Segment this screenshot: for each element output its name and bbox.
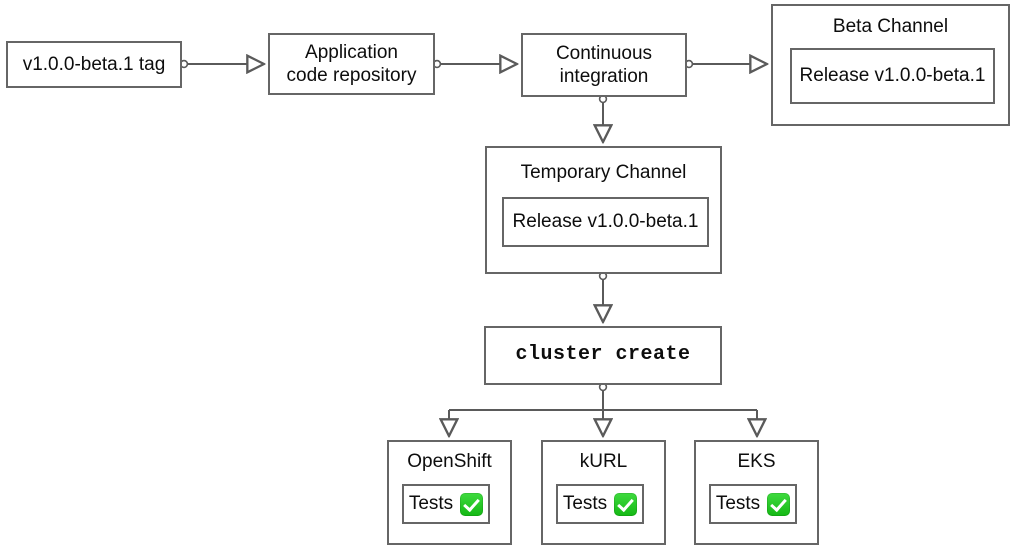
node-cluster-create-label: cluster create: [515, 343, 691, 367]
group-target-openshift-title: OpenShift: [407, 451, 492, 472]
temporary-channel-release-box[interactable]: Release v1.0.0-beta.1: [502, 197, 709, 247]
group-temporary-channel-title: Temporary Channel: [520, 162, 687, 183]
edge-ci-to-beta-channel: [684, 61, 767, 68]
node-application-code-repository[interactable]: Application code repository: [268, 33, 435, 95]
node-tag-label: v1.0.0-beta.1 tag: [22, 53, 166, 75]
node-cluster-create[interactable]: cluster create: [484, 326, 722, 385]
node-tag[interactable]: v1.0.0-beta.1 tag: [6, 41, 182, 88]
group-temporary-channel[interactable]: Temporary Channel Release v1.0.0-beta.1: [485, 146, 722, 274]
group-beta-channel-title: Beta Channel: [832, 16, 949, 37]
green-check-icon: [460, 492, 484, 516]
group-beta-channel[interactable]: Beta Channel Release v1.0.0-beta.1: [771, 4, 1010, 126]
edge-temporary-channel-to-cluster-create: [600, 271, 607, 322]
group-target-eks[interactable]: EKS Tests: [694, 440, 819, 545]
edge-tag-to-repo: [179, 61, 264, 68]
node-application-code-repository-label: Application code repository: [286, 41, 417, 86]
kurl-tests-label: Tests: [562, 493, 608, 514]
edge-repo-to-ci: [432, 61, 517, 68]
eks-tests-box[interactable]: Tests: [709, 484, 797, 524]
node-continuous-integration-label: Continuous integration: [555, 42, 653, 87]
group-target-kurl-title: kURL: [579, 451, 628, 472]
beta-channel-release-label: Release v1.0.0-beta.1: [799, 65, 986, 86]
edge-ci-to-temporary-channel: [600, 94, 607, 142]
openshift-tests-box[interactable]: Tests: [402, 484, 490, 524]
temporary-channel-release-label: Release v1.0.0-beta.1: [512, 211, 699, 232]
group-target-kurl[interactable]: kURL Tests: [541, 440, 666, 545]
kurl-tests-box[interactable]: Tests: [556, 484, 644, 524]
green-check-icon: [614, 492, 638, 516]
beta-channel-release-box[interactable]: Release v1.0.0-beta.1: [790, 48, 995, 104]
openshift-tests-label: Tests: [408, 493, 454, 514]
green-check-icon: [767, 492, 791, 516]
group-target-eks-title: EKS: [737, 451, 776, 472]
eks-tests-label: Tests: [715, 493, 761, 514]
group-target-openshift[interactable]: OpenShift Tests: [387, 440, 512, 545]
edge-cluster-create-to-targets: [449, 382, 757, 436]
node-continuous-integration[interactable]: Continuous integration: [521, 33, 687, 97]
